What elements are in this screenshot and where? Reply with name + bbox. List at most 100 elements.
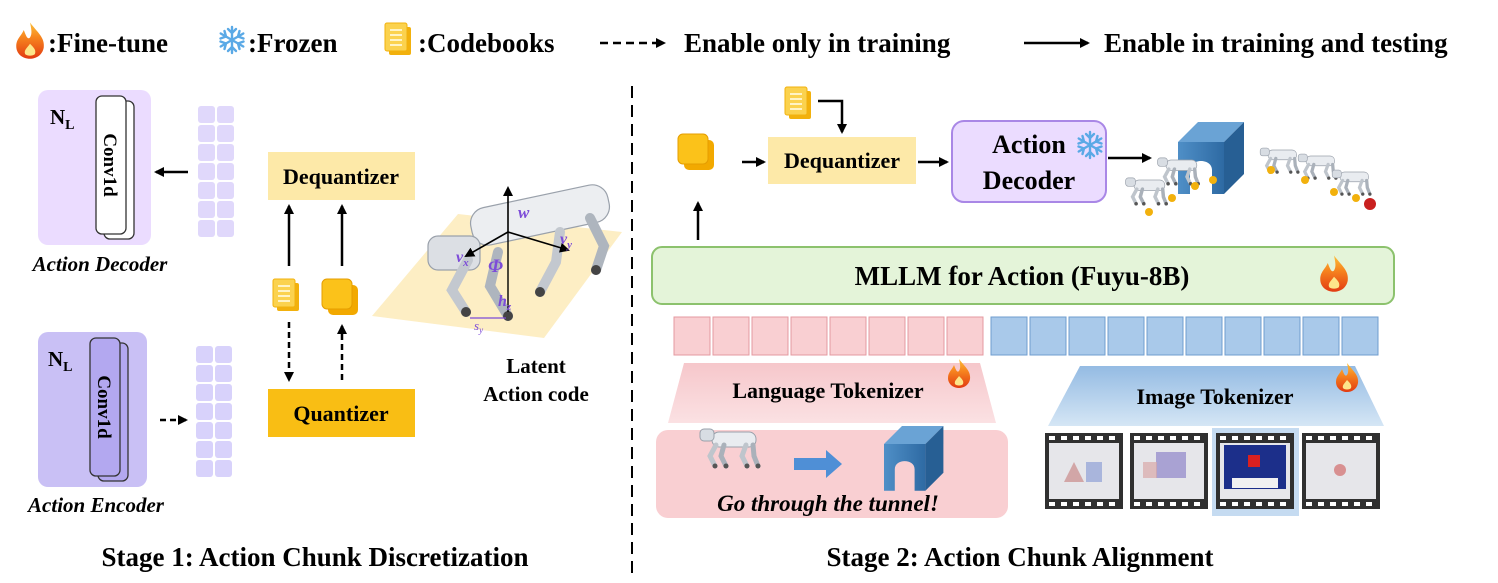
- legend-finetune: :Fine-tune: [48, 28, 168, 58]
- decoder-nl: NL: [50, 105, 75, 133]
- language-token: [829, 316, 867, 356]
- film-frame-icon: [1045, 433, 1123, 509]
- image-frames: [1045, 428, 1380, 516]
- decoder-token-grid: [198, 106, 234, 237]
- encoder-token: [196, 365, 213, 382]
- decoder-token: [217, 201, 234, 218]
- stage1-codebook-icon: [272, 278, 300, 312]
- language-token-row: [673, 316, 984, 356]
- encoder-token: [215, 441, 232, 458]
- image-token: [1185, 316, 1223, 356]
- robot-label-vx: vx: [456, 249, 469, 269]
- stage1-quantizer-label: Quantizer: [293, 401, 389, 426]
- language-token: [673, 316, 711, 356]
- mllm-label: MLLM for Action (Fuyu-8B): [855, 261, 1190, 291]
- encoder-nl: NL: [48, 347, 73, 375]
- image-token: [1224, 316, 1262, 356]
- language-tokenizer-block: [668, 363, 996, 423]
- action-decoder-block: NL Conv1d: [38, 90, 151, 245]
- trajectory-illustration: [1123, 122, 1376, 216]
- language-token: [712, 316, 750, 356]
- robot-dog-illustration: w vx vy Φ hz sy: [372, 184, 622, 338]
- decoder-token: [217, 163, 234, 180]
- decoder-token: [198, 144, 215, 161]
- legend-codebooks: :Codebooks: [418, 28, 555, 58]
- stage1-dequantizer-label: Dequantizer: [283, 164, 399, 189]
- encoder-token: [196, 384, 213, 401]
- encoder-token: [215, 384, 232, 401]
- stage2-title: Stage 2: Action Chunk Alignment: [826, 542, 1213, 572]
- stage2-decoder-line1: Action: [992, 130, 1066, 159]
- action-decoder-label: Action Decoder: [31, 252, 169, 276]
- action-encoder-label: Action Encoder: [26, 493, 165, 517]
- image-token: [1263, 316, 1301, 356]
- language-token: [946, 316, 984, 356]
- decoder-token: [217, 144, 234, 161]
- instruction-arrow-icon: [794, 450, 842, 478]
- latent-label-line2: Action code: [483, 382, 589, 406]
- fire-icon: [16, 22, 44, 59]
- stage2-decoder-line2: Decoder: [983, 166, 1075, 195]
- stage2-code-icon: [677, 133, 715, 171]
- decoder-token: [217, 106, 234, 123]
- encoder-token: [215, 365, 232, 382]
- legend-train-only: Enable only in training: [684, 28, 951, 58]
- encoder-token: [196, 460, 213, 477]
- encoder-token: [215, 346, 232, 363]
- decoder-token: [217, 182, 234, 199]
- image-token-row: [990, 316, 1379, 356]
- decoder-token: [198, 106, 215, 123]
- language-token: [907, 316, 945, 356]
- instruction-card: Go through the tunnel!: [656, 426, 1008, 518]
- encoder-token: [196, 403, 213, 420]
- legend-train-test: Enable in training and testing: [1104, 28, 1448, 58]
- stage2-dequantizer-label: Dequantizer: [784, 148, 900, 173]
- encoder-token: [196, 441, 213, 458]
- decoder-token: [198, 125, 215, 142]
- stage2-action-decoder-box: [951, 120, 1107, 203]
- robot-label-vy: vy: [560, 231, 572, 251]
- image-tokenizer-block: [1048, 366, 1384, 426]
- encoder-token: [215, 460, 232, 477]
- encoder-token: [196, 346, 213, 363]
- decoder-conv-label: Conv1d: [99, 133, 120, 197]
- stage1-quantizer-box: [268, 389, 415, 437]
- legend-frozen: :Frozen: [248, 28, 337, 58]
- encoder-conv-label: Conv1d: [93, 375, 114, 439]
- stage1-code-icon: [321, 278, 359, 316]
- stage2-codebook-icon: [784, 86, 812, 120]
- robot-label-h: hz: [498, 293, 512, 313]
- image-token: [1341, 316, 1379, 356]
- language-token: [868, 316, 906, 356]
- decoder-token: [198, 163, 215, 180]
- decoder-token: [217, 220, 234, 237]
- robot-dog-icon: [1123, 176, 1170, 208]
- instruction-text: Go through the tunnel!: [717, 491, 939, 516]
- robot-dog-icon: [1330, 168, 1374, 198]
- encoder-token: [215, 403, 232, 420]
- robot-label-s: sy: [474, 318, 483, 335]
- decoder-token: [217, 125, 234, 142]
- robot-dog-icon: [1296, 152, 1340, 182]
- encoder-token: [215, 422, 232, 439]
- robot-label-phi: Φ: [488, 256, 503, 277]
- codebook-icon: [384, 22, 412, 56]
- language-token: [751, 316, 789, 356]
- image-token: [1302, 316, 1340, 356]
- image-token: [1029, 316, 1067, 356]
- mllm-block: [651, 246, 1395, 305]
- encoder-token-grid: [196, 346, 232, 477]
- decoder-token: [198, 182, 215, 199]
- codebook-to-dequant-arrow: [818, 99, 847, 134]
- decoder-token: [198, 201, 215, 218]
- encoder-token: [196, 422, 213, 439]
- language-token: [790, 316, 828, 356]
- action-encoder-block: NL Conv1d: [38, 332, 147, 487]
- stage1-title: Stage 1: Action Chunk Discretization: [101, 542, 528, 572]
- image-token: [1068, 316, 1106, 356]
- image-tokenizer-label: Image Tokenizer: [1136, 384, 1293, 409]
- decoder-token: [198, 220, 215, 237]
- image-token: [1107, 316, 1145, 356]
- snowflake-icon: [219, 25, 245, 55]
